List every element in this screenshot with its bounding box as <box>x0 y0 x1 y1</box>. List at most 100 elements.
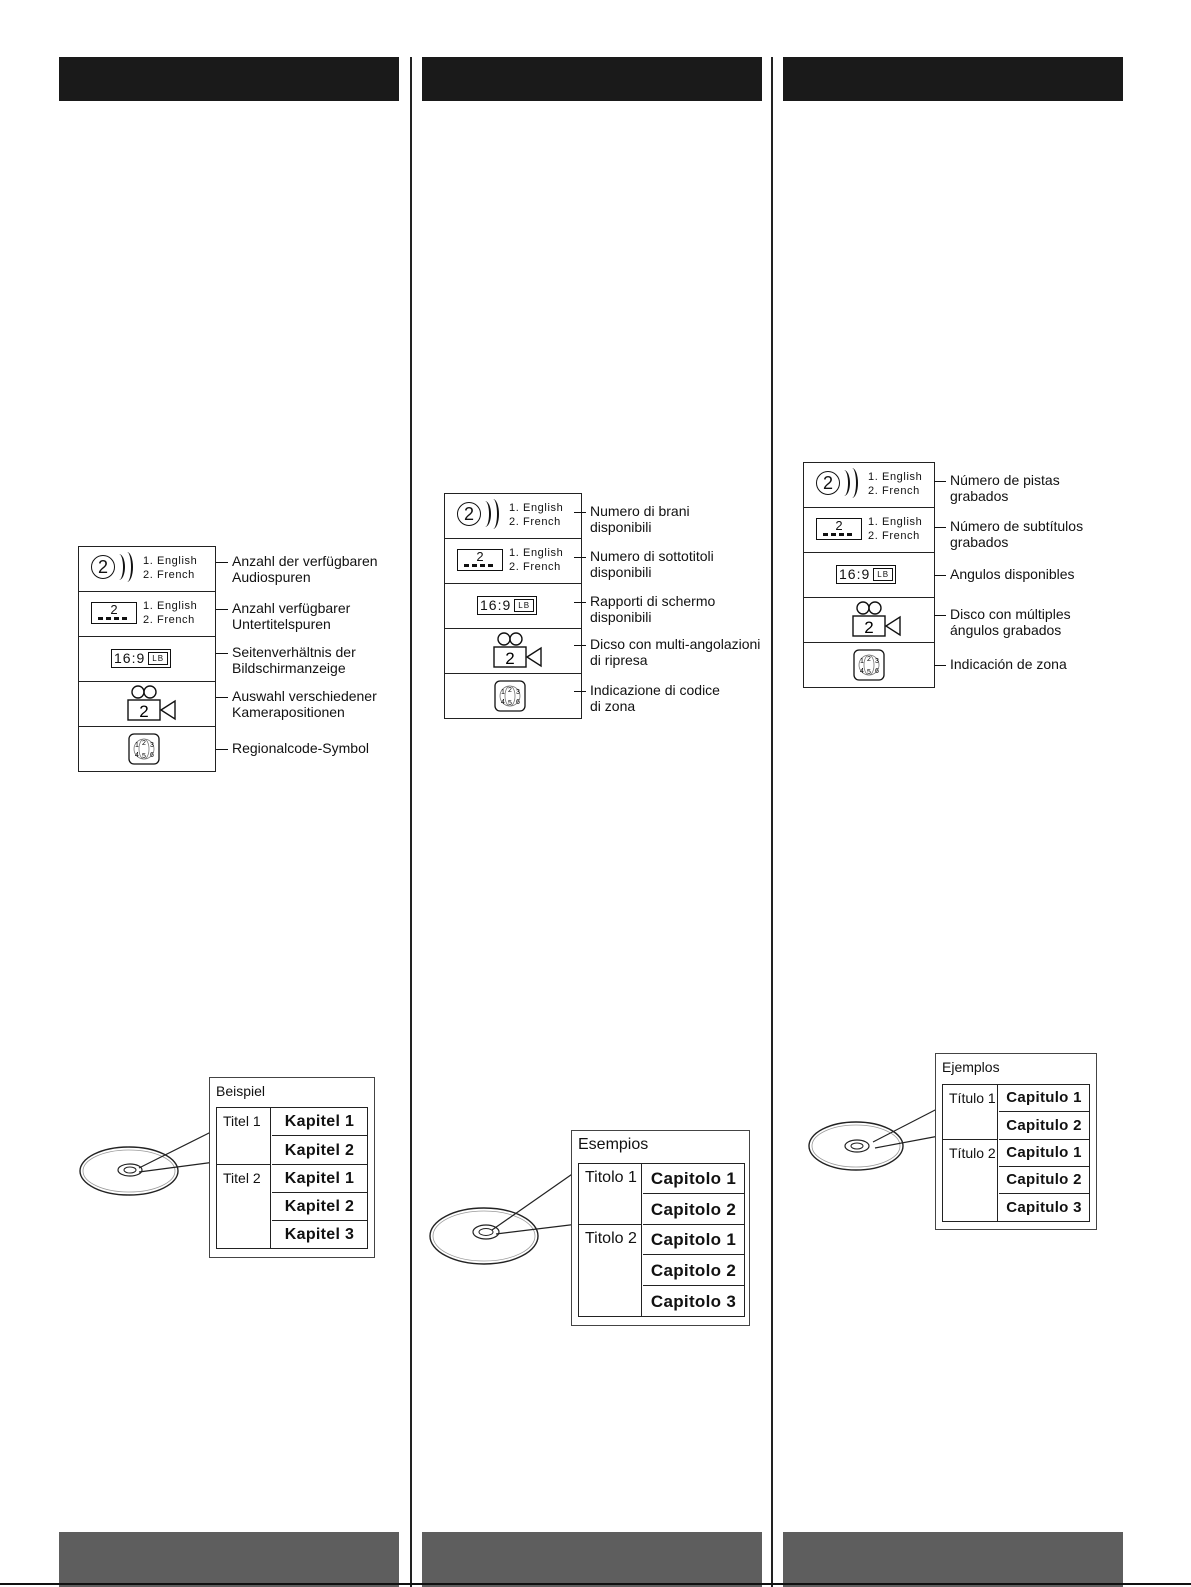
column-italian: 2 1. English 2. French 2 1. English 2. F… <box>422 0 762 1587</box>
section-footer-bar <box>783 1532 1123 1587</box>
sound-wave-icon <box>846 468 858 498</box>
chapter-cell: Capitulo 1 <box>999 1085 1089 1112</box>
language-2: 2. French <box>143 614 195 626</box>
title-cell: Titolo 2 <box>579 1225 642 1316</box>
disc-icon <box>808 1121 904 1171</box>
language-1: 1. English <box>868 516 923 528</box>
subtitle-icon: 2 <box>457 549 503 571</box>
aspect-ratio-value: 16:9 <box>480 597 512 613</box>
callout-lines <box>491 1169 579 1235</box>
camera-angle-icon: 2 <box>493 632 542 668</box>
title-cell: Título 2 <box>943 1140 998 1221</box>
camera-angle-row: 2 <box>804 598 934 643</box>
title-chapter-table: Titolo 1 Titolo 2 Capitolo 1 Capitolo 2 … <box>578 1163 745 1317</box>
callout-lines <box>872 1107 940 1149</box>
zone-1: 1 <box>501 689 505 696</box>
title-chapter-table: Título 1 Título 2 Capitulo 1 Capitulo 2 … <box>942 1084 1090 1222</box>
subtitle-count: 2 <box>476 549 484 564</box>
sound-wave-icon <box>487 499 499 529</box>
audio-count-icon: 2 <box>457 502 481 526</box>
chapter-cell: Kapitel 2 <box>272 1137 367 1165</box>
example-title: Beispiel <box>216 1083 266 1099</box>
chapter-cell: Capitulo 3 <box>1006 1199 1082 1216</box>
example-box: Esempios Titolo 1 Titolo 2 Capitolo 1 Ca… <box>571 1130 750 1326</box>
letterbox-label: LB <box>873 568 894 581</box>
region-globe-icon: 1 2 3 4 5 6 <box>128 733 160 765</box>
zone-3: 3 <box>150 742 154 749</box>
column-divider <box>410 57 412 1587</box>
title-cell: Título 1 <box>943 1085 998 1140</box>
language-2: 2. French <box>143 569 195 581</box>
language-2: 2. French <box>509 561 561 573</box>
chapter-cell: Kapitel 1 <box>272 1165 367 1193</box>
region-code-row: 1 2 3 4 5 6 <box>79 727 215 771</box>
aspect-ratio-value: 16:9 <box>839 566 871 582</box>
column-spanish: 2 1. English 2. French 2 1. English 2. F… <box>783 0 1123 1587</box>
language-2: 2. French <box>868 530 920 542</box>
disc-icon <box>79 1146 179 1196</box>
section-footer-bar <box>59 1532 399 1587</box>
region-code-row: 1 2 3 4 5 6 <box>804 643 934 687</box>
title-cell: Titel 2 <box>217 1165 271 1248</box>
zone-2: 2 <box>508 687 512 694</box>
subtitle-row: 2 1. English 2. French <box>445 539 581 584</box>
disc-icon <box>429 1207 539 1265</box>
zone-5: 5 <box>867 669 871 676</box>
letterbox-label: LB <box>148 652 169 665</box>
title-cell: Titolo 1 <box>579 1164 642 1225</box>
zone-6: 6 <box>150 752 154 759</box>
language-1: 1. English <box>868 471 923 483</box>
region-globe-icon: 1 2 3 4 5 6 <box>494 680 526 712</box>
language-1: 1. English <box>509 502 564 514</box>
zone-5: 5 <box>142 753 146 760</box>
section-header-bar <box>422 57 762 101</box>
chapter-cell: Capitolo 1 <box>643 1225 744 1255</box>
sound-wave-icon <box>121 552 133 582</box>
column-divider <box>771 57 773 1587</box>
audio-track-row: 2 1. English 2. French <box>445 494 581 539</box>
camera-angle-row: 2 <box>79 682 215 727</box>
section-footer-bar <box>422 1532 762 1587</box>
audio-count-icon: 2 <box>91 555 115 579</box>
title-chapter-table: Titel 1 Titel 2 Kapitel 1 Kapitel 2 Kapi… <box>216 1107 368 1249</box>
zone-6: 6 <box>516 699 520 706</box>
subtitle-row: 2 1. English 2. French <box>79 592 215 637</box>
callout-aspect: Angulos disponibles <box>934 566 1075 582</box>
zone-6: 6 <box>875 668 879 675</box>
audio-track-row: 2 1. English 2. French <box>79 547 215 592</box>
language-1: 1. English <box>509 547 564 559</box>
page-bottom-rule <box>0 1583 1191 1585</box>
subtitle-count: 2 <box>835 518 843 533</box>
audio-count-icon: 2 <box>816 471 840 495</box>
section-header-bar <box>59 57 399 101</box>
subtitle-row: 2 1. English 2. French <box>804 508 934 553</box>
chapter-cell: Capitolo 1 <box>643 1164 744 1194</box>
chapter-cell: Capitulo 2 <box>999 1167 1089 1194</box>
angle-count: 2 <box>139 702 148 721</box>
zone-1: 1 <box>860 658 864 665</box>
dvd-icon-legend: 2 1. English 2. French 2 1. English 2. F… <box>78 546 216 772</box>
aspect-ratio-value: 16:9 <box>114 650 146 666</box>
subtitle-count: 2 <box>110 602 118 617</box>
callout-region: Indicación de zona <box>934 656 1067 672</box>
language-1: 1. English <box>143 555 198 567</box>
subtitle-icon: 2 <box>816 518 862 540</box>
chapter-cell: Capitolo 2 <box>643 1195 744 1225</box>
chapter-cell: Capitolo 3 <box>650 1292 737 1311</box>
region-code-row: 1 2 3 4 5 6 <box>445 674 581 718</box>
zone-4: 4 <box>501 699 505 706</box>
